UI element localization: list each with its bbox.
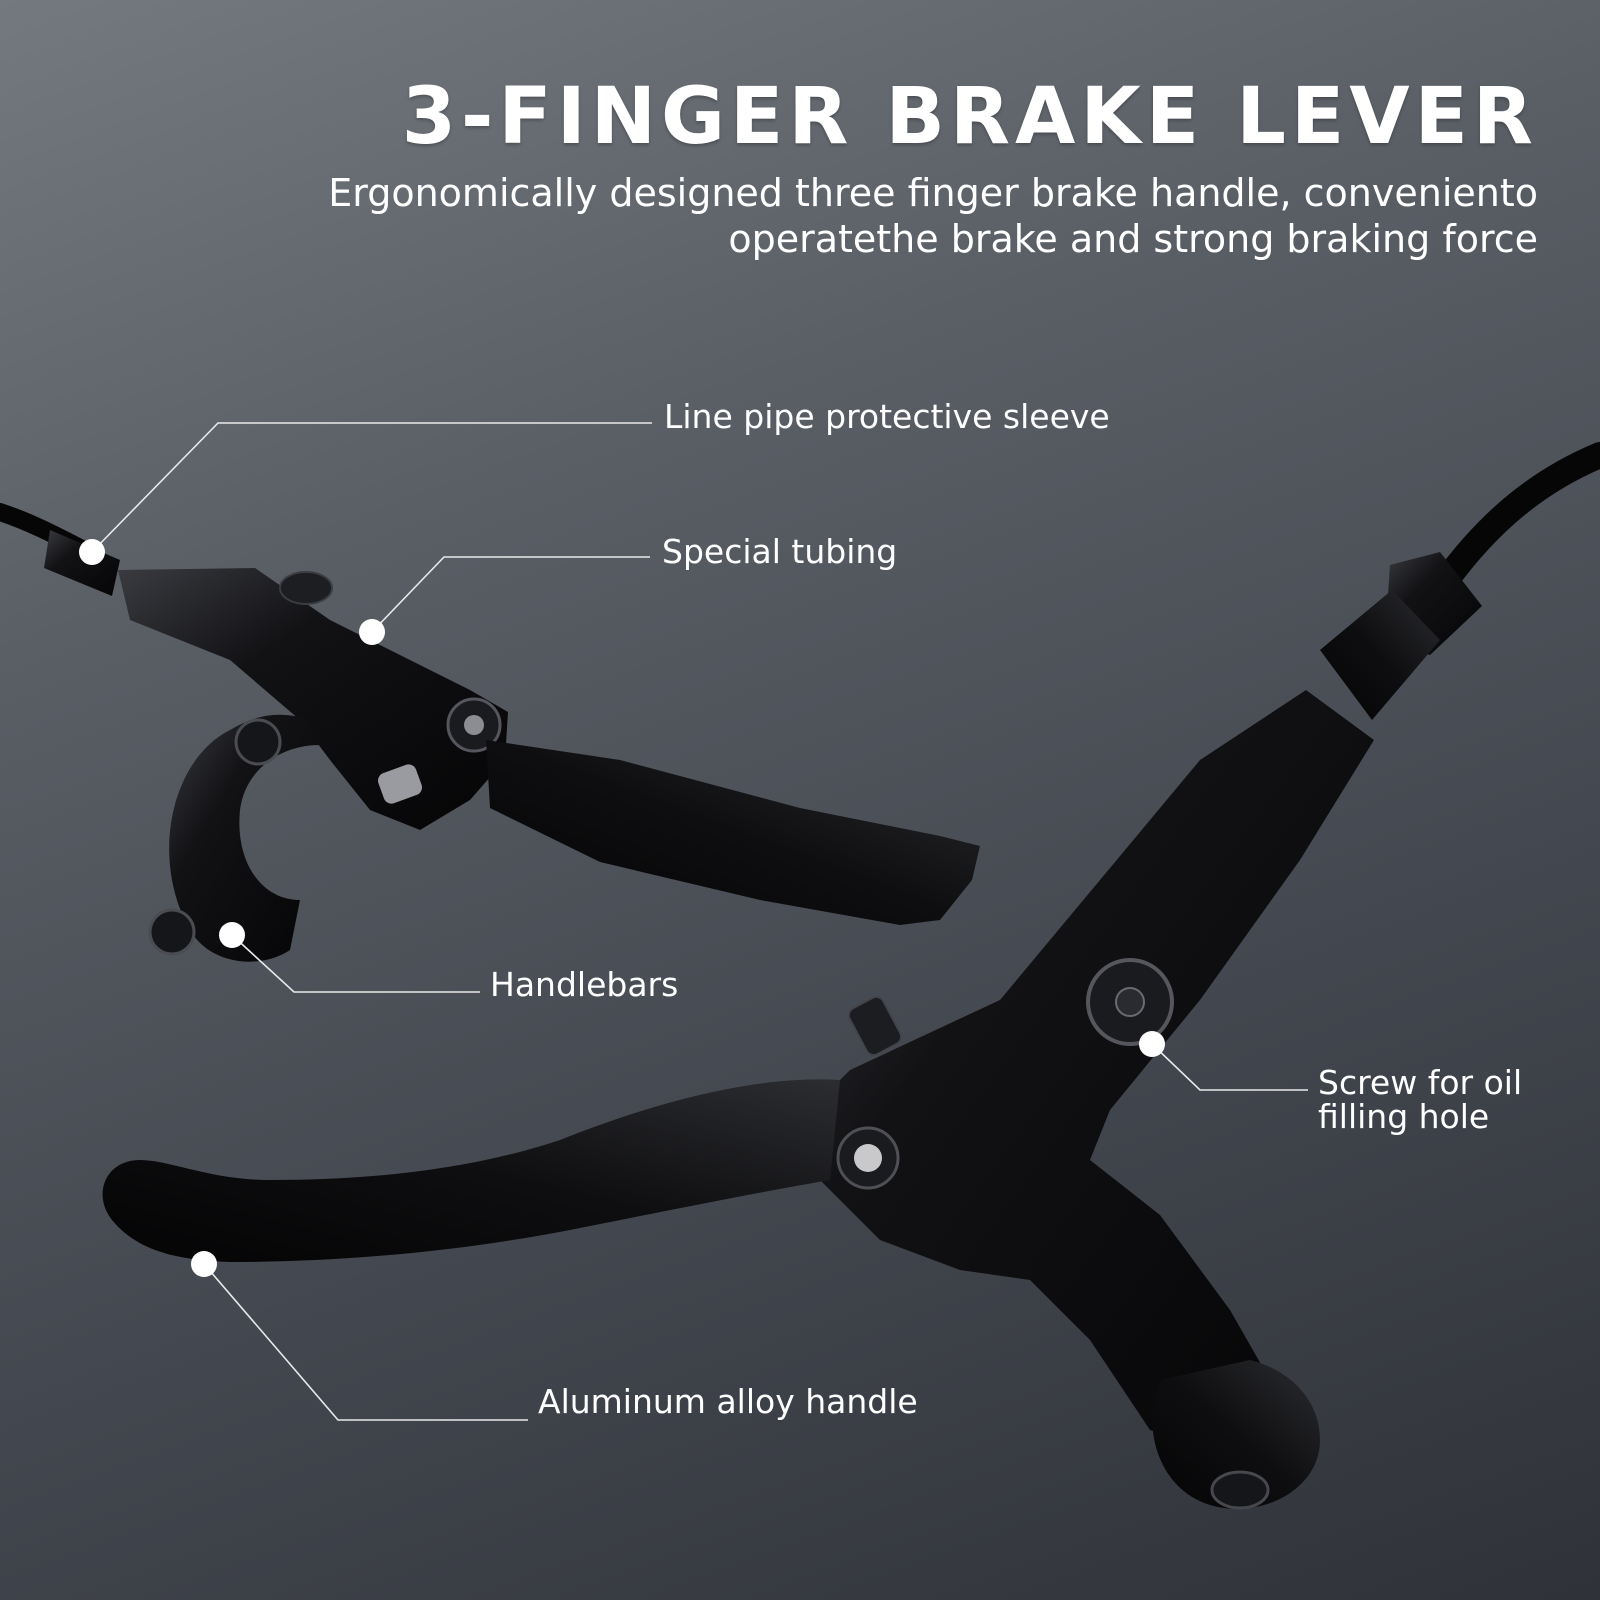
upper-clamp — [169, 714, 320, 962]
leader-handlebars — [231, 934, 480, 993]
subheadline-line-2: operatethe brake and strong braking forc… — [728, 217, 1538, 261]
oil-filling-screw-head — [1115, 987, 1145, 1017]
dot-screw — [1139, 1031, 1165, 1057]
upper-pivot-bolt — [464, 715, 484, 735]
dot-handle — [191, 1251, 217, 1277]
dot-sleeve — [79, 539, 105, 565]
dot-tubing — [359, 619, 385, 645]
upper-clamp-bolt-top — [234, 718, 282, 766]
leader-screw — [1151, 1043, 1308, 1091]
leader-tubing — [371, 556, 650, 633]
subheadline: Ergonomically designed three finger brak… — [328, 170, 1538, 262]
upper-reach-adjuster — [377, 764, 423, 804]
upper-lever-blade — [486, 740, 980, 925]
leader-handle — [203, 1263, 528, 1421]
upper-body — [118, 568, 508, 830]
subheadline-line-1: Ergonomically designed three finger brak… — [328, 171, 1538, 215]
callout-dots — [79, 539, 1165, 1277]
callout-leaders — [91, 422, 1308, 1421]
callout-screw-line-2: filling hole — [1318, 1097, 1490, 1136]
upper-cap-screw — [279, 571, 333, 605]
lower-lever-blade — [102, 1079, 840, 1262]
lower-reach-knob — [847, 995, 903, 1057]
lower-pivot-bolt — [854, 1144, 882, 1172]
dot-handlebars — [219, 922, 245, 948]
lower-hose — [1432, 442, 1600, 595]
upper-sleeve — [44, 530, 120, 596]
callout-handlebars-label: Handlebars — [490, 965, 679, 1004]
callout-screw-label: Screw for oil filling hole — [1318, 1066, 1522, 1134]
callout-handle-label: Aluminum alloy handle — [538, 1382, 918, 1421]
lower-clamp-bolt — [1210, 1470, 1270, 1510]
lower-clamp — [1152, 1360, 1320, 1509]
headline: 3-FINGER BRAKE LEVER — [401, 72, 1538, 162]
lower-hose-boot — [1320, 590, 1440, 720]
upper-clamp-bolt-bottom — [148, 908, 196, 956]
upper-brake-lever — [0, 503, 980, 962]
callout-sleeve-label: Line pipe protective sleeve — [664, 397, 1110, 436]
leader-sleeve — [91, 422, 652, 553]
lower-body — [810, 690, 1374, 1445]
callout-screw-line-1: Screw for oil — [1318, 1063, 1523, 1102]
lower-brake-lever — [102, 442, 1600, 1510]
callout-tubing-label: Special tubing — [662, 532, 898, 571]
